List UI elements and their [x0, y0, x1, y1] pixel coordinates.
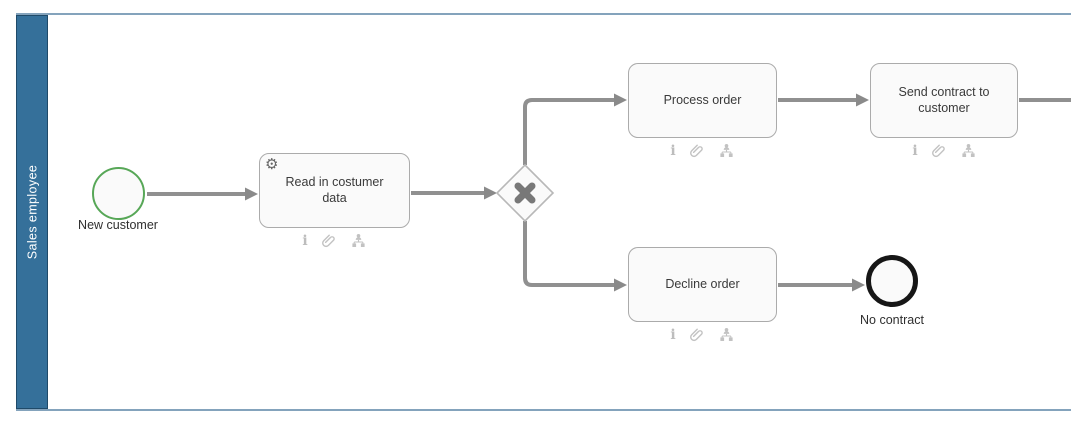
- paperclip-icon[interactable]: [321, 233, 337, 248]
- task-badges: i: [654, 143, 750, 158]
- task-label: Send contract to customer: [898, 84, 990, 115]
- task-label: Decline order: [665, 276, 740, 291]
- task-send-contract-to-customer[interactable]: Send contract to customer: [870, 63, 1018, 138]
- task-process-order[interactable]: Process order: [628, 63, 777, 138]
- task-read-in-costumer-data[interactable]: ⚙ Read in costumer data: [259, 153, 410, 228]
- paperclip-icon[interactable]: [689, 143, 705, 158]
- org-chart-icon[interactable]: [719, 143, 734, 158]
- arrowhead-icon: [856, 93, 869, 107]
- start-event-new-customer[interactable]: [92, 167, 145, 220]
- task-label: Read in costumer data: [285, 174, 384, 205]
- org-chart-icon[interactable]: [351, 233, 366, 248]
- org-chart-icon[interactable]: [961, 143, 976, 158]
- flow-gateway-to-decline[interactable]: [523, 221, 615, 287]
- info-icon[interactable]: i: [302, 232, 308, 249]
- task-badges: i: [654, 327, 750, 342]
- start-event-label: New customer: [78, 218, 158, 232]
- paperclip-icon[interactable]: [689, 327, 705, 342]
- info-icon[interactable]: i: [670, 142, 676, 159]
- paperclip-icon[interactable]: [931, 143, 947, 158]
- pool-boundary[interactable]: Sales employee: [16, 13, 1071, 411]
- end-event-no-contract[interactable]: [866, 255, 918, 307]
- gateway-x-marker-icon: [514, 182, 536, 204]
- task-decline-order[interactable]: Decline order: [628, 247, 777, 322]
- task-badges: i: [286, 233, 382, 248]
- gear-icon: ⚙: [265, 155, 279, 173]
- flow-gateway-to-process[interactable]: [523, 98, 615, 165]
- info-icon[interactable]: i: [670, 326, 676, 343]
- arrowhead-icon: [484, 186, 497, 200]
- arrowhead-icon: [245, 187, 258, 201]
- arrowhead-icon: [614, 93, 627, 107]
- end-event-label: No contract: [860, 313, 924, 327]
- arrowhead-icon: [852, 278, 865, 292]
- exclusive-gateway[interactable]: [495, 163, 555, 223]
- lane-header-sales-employee[interactable]: Sales employee: [16, 15, 48, 409]
- org-chart-icon[interactable]: [719, 327, 734, 342]
- info-icon[interactable]: i: [912, 142, 918, 159]
- task-label: Process order: [663, 92, 742, 107]
- task-badges: i: [896, 143, 992, 158]
- arrowhead-icon: [614, 278, 627, 292]
